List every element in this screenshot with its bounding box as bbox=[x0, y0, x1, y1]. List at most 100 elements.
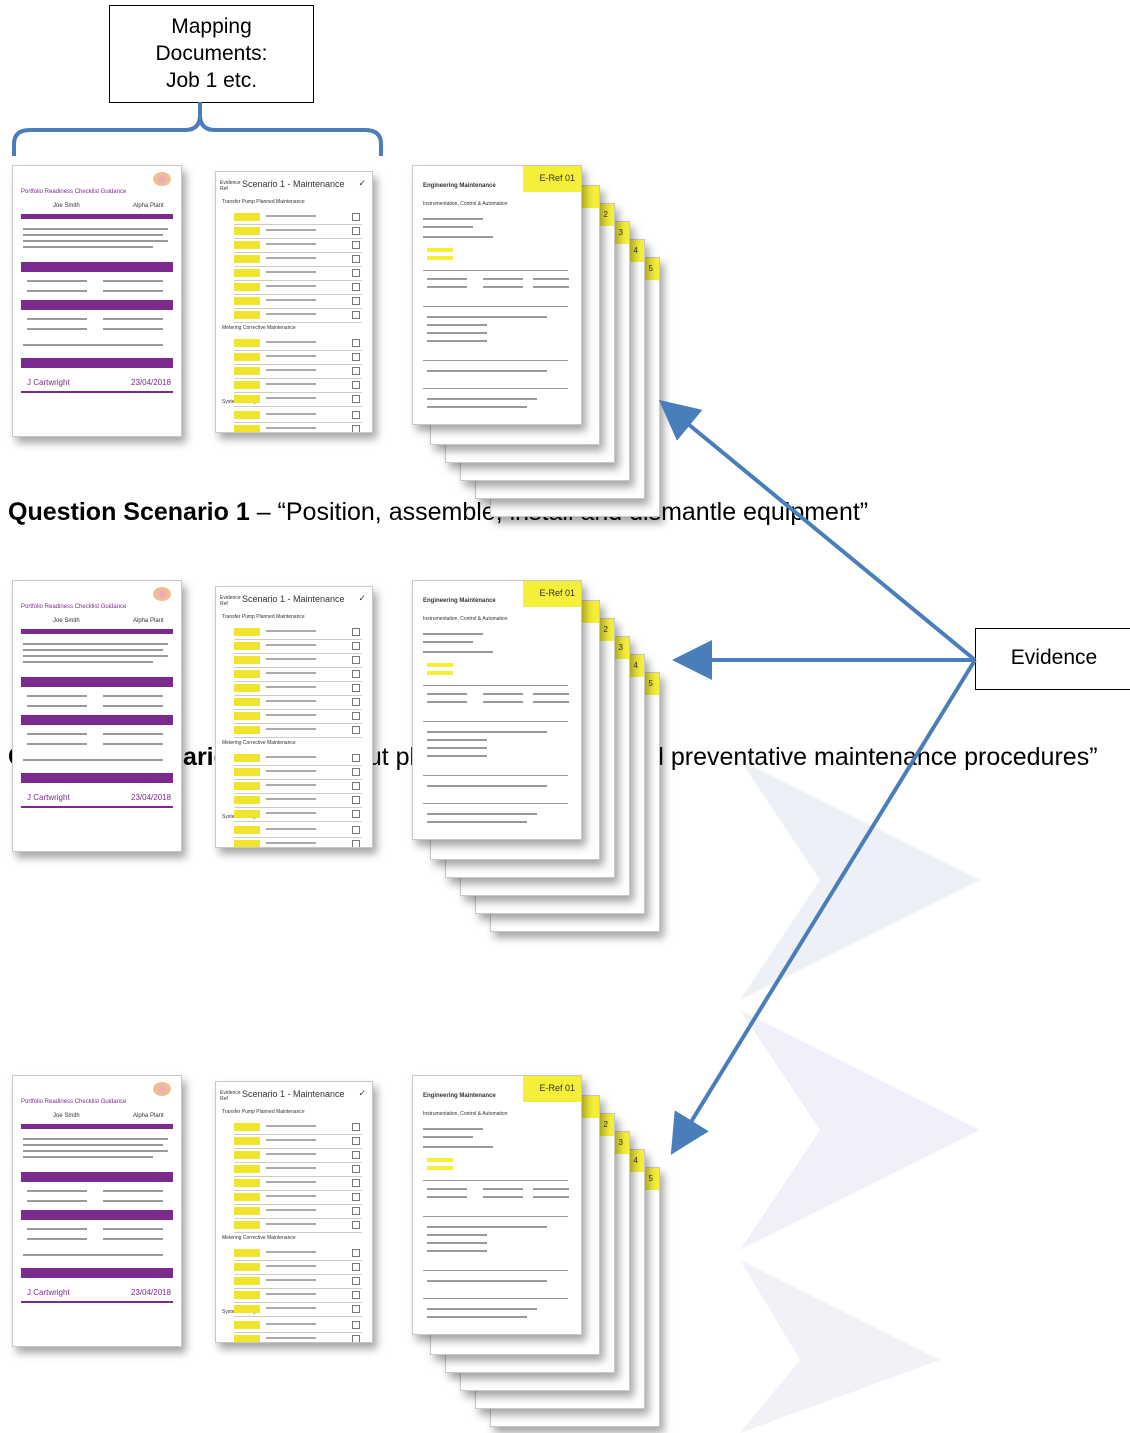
mapping-title: Scenario 1 - Maintenance bbox=[242, 179, 345, 189]
logo-icon bbox=[153, 587, 171, 601]
stack-page-number: 5 bbox=[648, 679, 653, 688]
mapping-section-2: Metering Corrective Maintenance bbox=[222, 325, 296, 331]
checklist-name: Joe Smith bbox=[53, 203, 80, 209]
stack-page-number: 4 bbox=[633, 1156, 638, 1165]
stack-page-number: 2 bbox=[603, 1120, 608, 1129]
stack-page-number: 2 bbox=[603, 210, 608, 219]
evidence-ref: E-Ref 01 bbox=[539, 173, 575, 183]
evidence-subtitle: Instrumentation, Control & Automation bbox=[423, 201, 508, 207]
evidence-front-page: E-Ref 01 Engineering Maintenance Instrum… bbox=[412, 1075, 582, 1335]
mapping-row bbox=[234, 422, 362, 432]
stack-page-number: 3 bbox=[618, 643, 623, 652]
evidence-text: Evidence bbox=[1010, 646, 1098, 669]
mapping-row bbox=[234, 695, 362, 710]
mapping-row bbox=[234, 392, 362, 407]
arrow-to-row-3 bbox=[670, 658, 977, 1155]
mapping-section-2: Metering Corrective Maintenance bbox=[222, 1235, 296, 1241]
checklist-plant: Alpha Plant bbox=[133, 618, 164, 624]
checklist-title: Portfolio Readiness Checklist Guidance bbox=[21, 1099, 127, 1105]
mapping-row bbox=[234, 308, 362, 323]
checklist-date: 23/04/2018 bbox=[131, 378, 172, 387]
stack-page-number: 3 bbox=[618, 1138, 623, 1147]
evidence-front-page: E-Ref 01 Engineering Maintenance Instrum… bbox=[412, 165, 582, 425]
mapping-row bbox=[234, 723, 362, 738]
mapping-section-1: Transfer Pump Planned Maintenance bbox=[222, 614, 305, 620]
mapping-ref-header: Evidence Ref bbox=[220, 1090, 241, 1102]
evidence-title: Engineering Maintenance bbox=[423, 183, 496, 189]
stack-page-number: 4 bbox=[633, 246, 638, 255]
stack-page-number: 4 bbox=[633, 661, 638, 670]
mapping-section-1: Transfer Pump Planned Maintenance bbox=[222, 1109, 305, 1115]
mapping-row bbox=[234, 1218, 362, 1233]
mapping-line-3: Job 1 etc. bbox=[165, 69, 258, 92]
evidence-ref: E-Ref 01 bbox=[539, 588, 575, 598]
mapping-row bbox=[234, 1162, 362, 1177]
mapping-row bbox=[234, 1332, 362, 1342]
evidence-ref: E-Ref 01 bbox=[539, 1083, 575, 1093]
checklist-name: Joe Smith bbox=[53, 1113, 80, 1119]
mapping-row bbox=[234, 1204, 362, 1219]
mapping-row bbox=[234, 294, 362, 309]
mapping-row bbox=[234, 1134, 362, 1149]
mapping-row bbox=[234, 210, 362, 225]
stack-page-number: 5 bbox=[648, 1174, 653, 1183]
checklist-date: 23/04/2018 bbox=[131, 1288, 172, 1297]
q1-bold: Question Scenario 1 bbox=[8, 498, 250, 526]
mapping-tick: ✓ bbox=[358, 178, 366, 188]
mapping-row bbox=[234, 1302, 362, 1317]
checklist-name: Joe Smith bbox=[53, 618, 80, 624]
stack-page-number: 2 bbox=[603, 625, 608, 634]
mapping-row bbox=[234, 639, 362, 654]
mapping-row bbox=[234, 793, 362, 808]
mapping-page: Evidence Ref Scenario 1 - Maintenance ✓ … bbox=[215, 586, 373, 848]
checklist-date: 23/04/2018 bbox=[131, 793, 172, 802]
mapping-tick: ✓ bbox=[358, 1088, 366, 1098]
mapping-row bbox=[234, 1318, 362, 1333]
mapping-row bbox=[234, 751, 362, 766]
stack-page-number: 3 bbox=[618, 228, 623, 237]
mapping-row bbox=[234, 1176, 362, 1191]
mapping-row bbox=[234, 350, 362, 365]
mapping-row bbox=[234, 765, 362, 780]
mapping-row bbox=[234, 779, 362, 794]
mapping-row bbox=[234, 280, 362, 295]
mapping-row bbox=[234, 667, 362, 682]
mapping-line-1: Mapping bbox=[171, 15, 252, 38]
mapping-row bbox=[234, 1190, 362, 1205]
checklist-signature: J Cartwright bbox=[27, 793, 70, 802]
mapping-row bbox=[234, 1260, 362, 1275]
mapping-row bbox=[234, 336, 362, 351]
evidence-label: Evidence bbox=[975, 628, 1130, 690]
evidence-subtitle: Instrumentation, Control & Automation bbox=[423, 1111, 508, 1117]
checklist-signature: J Cartwright bbox=[27, 1288, 70, 1297]
curly-bracket bbox=[12, 102, 383, 156]
mapping-line-2: Documents: bbox=[155, 42, 268, 65]
mapping-row bbox=[234, 224, 362, 239]
mapping-tick: ✓ bbox=[358, 593, 366, 603]
checklist-title: Portfolio Readiness Checklist Guidance bbox=[21, 604, 127, 610]
mapping-row bbox=[234, 252, 362, 267]
evidence-front-page: E-Ref 01 Engineering Maintenance Instrum… bbox=[412, 580, 582, 840]
checklist-signature: J Cartwright bbox=[27, 378, 70, 387]
mapping-row bbox=[234, 709, 362, 724]
checklist-plant: Alpha Plant bbox=[133, 1113, 164, 1119]
mapping-row bbox=[234, 1274, 362, 1289]
mapping-row bbox=[234, 364, 362, 379]
mapping-title: Scenario 1 - Maintenance bbox=[242, 1089, 345, 1099]
mapping-page: Evidence Ref Scenario 1 - Maintenance ✓ … bbox=[215, 1081, 373, 1343]
mapping-row bbox=[234, 1148, 362, 1163]
mapping-row bbox=[234, 238, 362, 253]
mapping-title: Scenario 1 - Maintenance bbox=[242, 594, 345, 604]
checklist-page: Portfolio Readiness Checklist Guidance J… bbox=[12, 1075, 182, 1347]
mapping-row bbox=[234, 625, 362, 640]
q2-rest: – “Carry out planned, unplanned and prev… bbox=[249, 743, 1098, 771]
mapping-row bbox=[234, 266, 362, 281]
stack-page-number: 5 bbox=[648, 264, 653, 273]
checklist-title: Portfolio Readiness Checklist Guidance bbox=[21, 189, 127, 195]
mapping-row bbox=[234, 807, 362, 822]
mapping-row bbox=[234, 823, 362, 838]
mapping-page: Evidence Ref Scenario 1 - Maintenance ✓ … bbox=[215, 171, 373, 433]
checklist-page: Portfolio Readiness Checklist Guidance J… bbox=[12, 165, 182, 437]
